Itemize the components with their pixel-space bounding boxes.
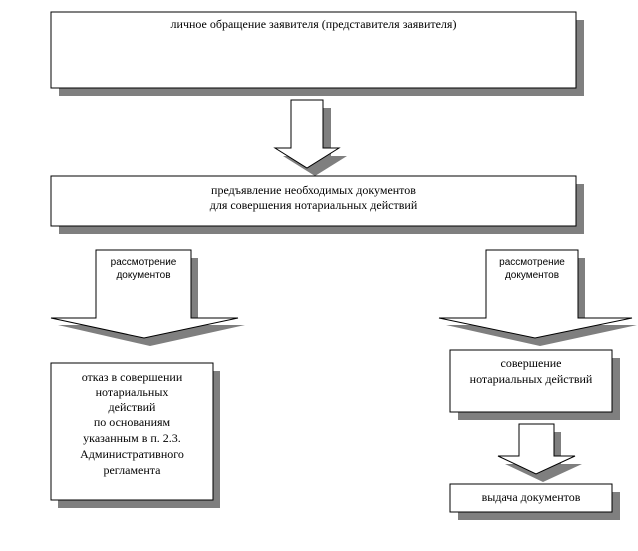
right-arrow-label-line1: рассмотрение: [499, 257, 565, 268]
issue-box-label: выдача документов: [481, 490, 581, 504]
issue-box: [449, 483, 613, 513]
documents-box-label-line2: для совершения нотариальных действий: [209, 198, 418, 212]
refusal-box-line2: нотариальных: [95, 385, 169, 399]
refusal-box-line3: действий: [108, 400, 156, 414]
appeal-box: [50, 11, 577, 89]
left-arrow-label-line1: рассмотрение: [110, 257, 177, 268]
down-arrow-1: [273, 99, 341, 169]
perform-box-line1: совершение: [500, 356, 562, 370]
documents-box-label-line1: предъявление необходимых документов: [211, 183, 416, 197]
appeal-box-label: личное обращение заявителя (представител…: [170, 17, 457, 31]
documents-box: [50, 175, 577, 227]
refusal-box-line5: указанным в п. 2.3.: [83, 431, 181, 445]
refusal-box-line1: отказ в совершении: [81, 370, 183, 384]
refusal-box-line7: регламента: [103, 463, 161, 477]
right-arrow-label-line2: документов: [504, 270, 560, 281]
down-arrow-2: [497, 423, 576, 475]
refusal-box-line6: Административного: [80, 447, 184, 461]
left-arrow: [50, 249, 239, 339]
left-arrow-label-line2: документов: [116, 270, 171, 281]
perform-box-line2: нотариальных действий: [469, 372, 593, 386]
right-arrow: [438, 249, 633, 339]
refusal-box: [50, 362, 214, 501]
perform-box: [449, 349, 613, 413]
refusal-box-line4: по основаниям: [93, 415, 171, 429]
